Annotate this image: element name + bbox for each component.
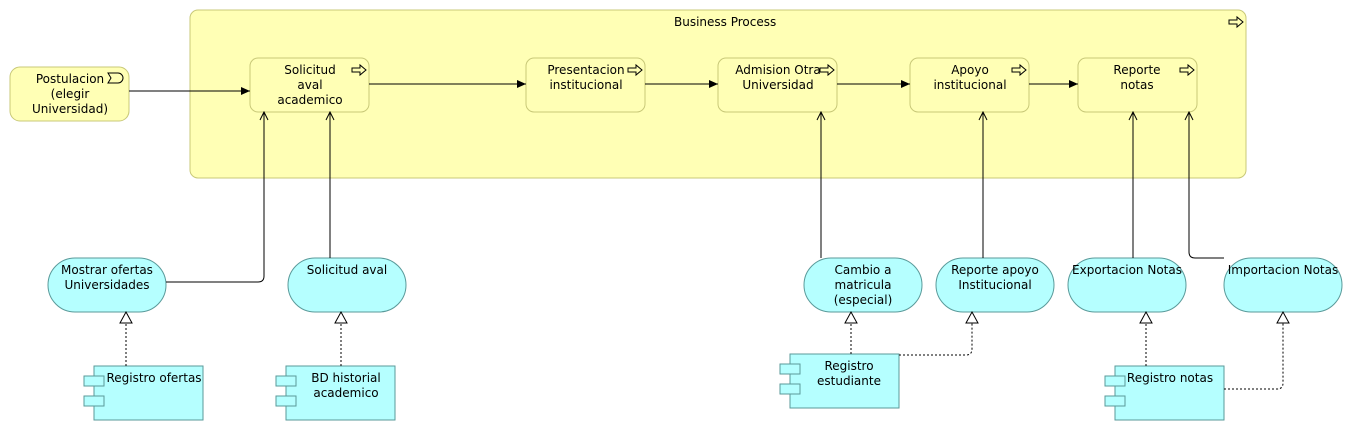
service-mostrar-ofertas[interactable] xyxy=(47,257,167,313)
group-title: Business Process xyxy=(674,15,777,29)
trigger-postulacion[interactable] xyxy=(9,66,130,122)
service-label: Mostrar ofertas Universidades xyxy=(61,263,153,292)
component-label: Registro notas xyxy=(1126,371,1214,385)
component-label: BD historial academico xyxy=(311,371,381,400)
process-label: Admision Otra Universidad xyxy=(735,63,821,92)
process-reporte-notas[interactable] xyxy=(1077,57,1198,113)
process-arrow-icon xyxy=(627,63,643,77)
component-registro-ofertas[interactable] xyxy=(83,365,204,421)
service-exportacion-notas[interactable] xyxy=(1067,257,1187,313)
component-label: Registro ofertas xyxy=(106,371,202,385)
serving-relation[interactable] xyxy=(1189,112,1224,259)
process-arrow-icon xyxy=(351,63,367,77)
trigger-label: Postulacion (elegir Universidad) xyxy=(32,72,108,116)
process-label: Apoyo institucional xyxy=(933,63,1007,92)
component-registro-estudiante[interactable] xyxy=(779,353,900,409)
component-registro-notas[interactable] xyxy=(1104,365,1225,421)
component-bd-historial[interactable] xyxy=(275,365,396,421)
process-arrow-icon xyxy=(1179,63,1195,77)
process-apoyo-institucional[interactable] xyxy=(909,57,1030,113)
serving-relation[interactable] xyxy=(166,112,264,283)
process-label: Reporte notas xyxy=(1113,63,1161,92)
service-label: Importacion Notas xyxy=(1227,263,1339,277)
process-arrow-icon xyxy=(819,63,835,77)
process-label: Presentacion institucional xyxy=(547,63,625,92)
service-reporte-apoyo[interactable] xyxy=(935,257,1055,313)
process-arrow-icon xyxy=(1011,63,1027,77)
group-process-arrow-icon xyxy=(1228,15,1244,29)
process-presentacion-institucional[interactable] xyxy=(525,57,646,113)
event-trigger-icon xyxy=(107,72,124,84)
process-solicitud-aval-academico[interactable] xyxy=(249,57,370,113)
service-cambio-matricula[interactable] xyxy=(803,257,923,313)
process-label: Solicitud aval academico xyxy=(277,63,343,107)
realization-relation[interactable] xyxy=(1224,310,1290,390)
service-label: Reporte apoyo Institucional xyxy=(951,263,1039,292)
service-label: Cambio a matricula (especial) xyxy=(833,263,893,307)
service-label: Exportacion Notas xyxy=(1072,263,1182,277)
realization-relation[interactable] xyxy=(899,310,979,356)
process-admision-otra-universidad[interactable] xyxy=(717,57,838,113)
component-label: Registro estudiante xyxy=(817,359,881,388)
service-label: Solicitud aval xyxy=(306,263,388,277)
